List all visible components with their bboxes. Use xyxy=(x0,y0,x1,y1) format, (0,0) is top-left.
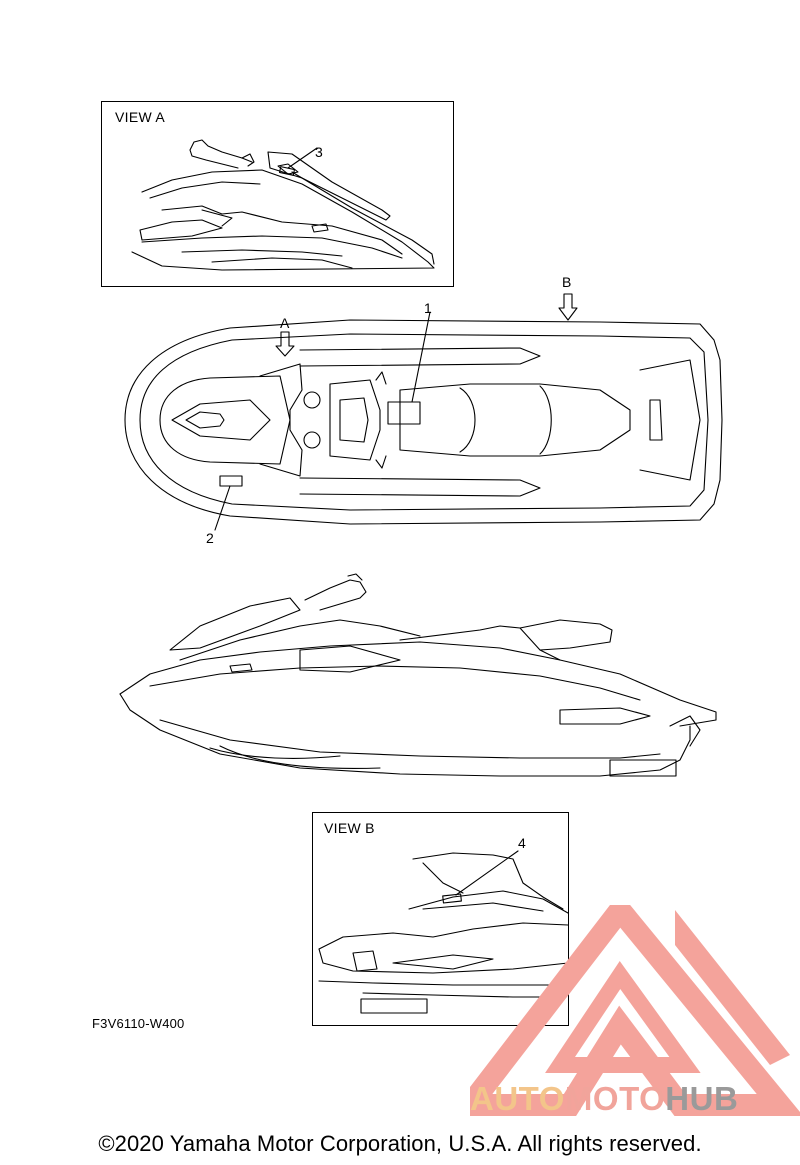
arrow-a-label: A xyxy=(280,315,290,331)
view-b-drawing xyxy=(318,850,569,1014)
callout-1: 1 xyxy=(424,300,432,316)
view-a-panel: VIEW A 3 xyxy=(101,101,454,287)
wordmark-auto: AUTO xyxy=(470,1080,565,1117)
wordmark-moto: MOTO xyxy=(564,1080,666,1117)
automotohub-wordmark: AUTOMOTOHUB xyxy=(470,1080,738,1118)
arrow-b-label: B xyxy=(562,274,572,290)
copyright-notice: ©2020 Yamaha Motor Corporation, U.S.A. A… xyxy=(98,1131,702,1156)
view-a-drawing xyxy=(131,139,435,271)
view-b-label: VIEW B xyxy=(324,820,375,836)
automotohub-logo-icon xyxy=(470,905,800,1116)
drawing-code: F3V6110-W400 xyxy=(92,1016,185,1031)
wordmark-hub: HUB xyxy=(665,1080,739,1117)
top-view-drawing xyxy=(124,293,723,531)
callout-3: 3 xyxy=(315,144,323,160)
callout-4: 4 xyxy=(518,835,526,851)
view-b-panel: VIEW B 4 xyxy=(312,812,569,1026)
side-view-drawing xyxy=(119,573,717,777)
callout-2: 2 xyxy=(206,530,214,546)
view-a-label: VIEW A xyxy=(115,109,166,125)
